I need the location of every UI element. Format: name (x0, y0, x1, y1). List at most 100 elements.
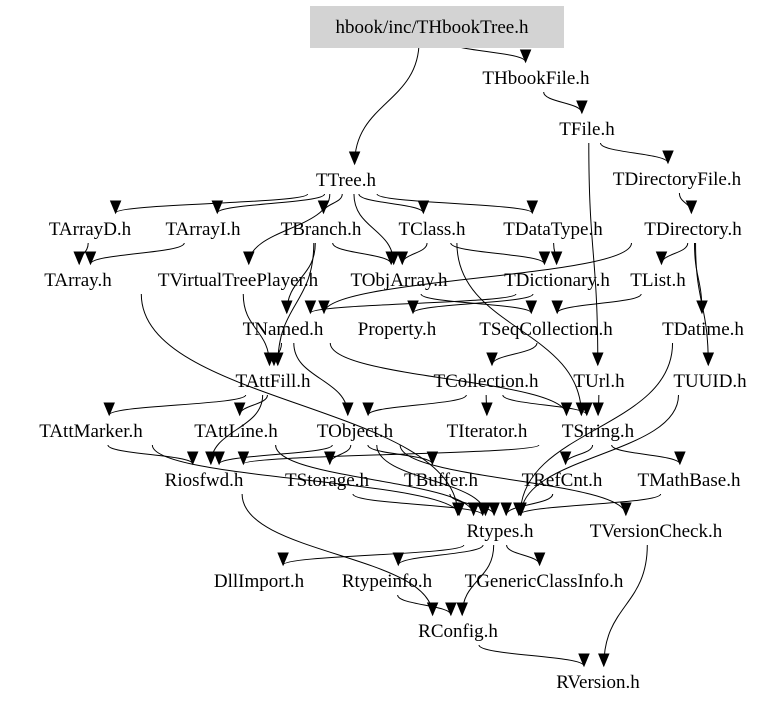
node-label: TFile.h (559, 119, 615, 140)
edge-tcollection-to-tobject (367, 394, 467, 416)
edge-tarrayi-to-tarray (90, 242, 185, 265)
node-label: TAttFill.h (235, 371, 311, 392)
node-tarray[interactable]: TArray.h (44, 270, 112, 291)
edge-thbookfile-to-tfile (543, 91, 583, 114)
arrowhead-icon (514, 502, 527, 517)
root-node-box (310, 6, 564, 48)
node-label: TClass.h (398, 219, 466, 240)
arrowhead-icon (281, 300, 293, 315)
arrowhead-icon (348, 151, 361, 166)
edges-layer (73, 40, 715, 668)
arrowhead-icon (392, 552, 405, 567)
node-tclass[interactable]: TClass.h (398, 219, 466, 240)
node-label: TBranch.h (281, 219, 362, 240)
node-thbookfile[interactable]: THbookFile.h (482, 68, 590, 89)
node-titerator[interactable]: TIterator.h (447, 421, 528, 442)
arrowhead-icon (526, 200, 539, 215)
arrowhead-icon (538, 251, 551, 266)
node-tdirectoryfile[interactable]: TDirectoryFile.h (613, 169, 742, 190)
node-tgenericclassinfo[interactable]: TGenericClassInfo.h (465, 571, 624, 592)
arrowhead-icon (696, 300, 708, 315)
arrowhead-icon (486, 352, 498, 367)
node-tstorage[interactable]: TStorage.h (285, 470, 369, 491)
arrowhead-icon (445, 602, 457, 617)
node-tversioncheck[interactable]: TVersionCheck.h (590, 521, 723, 542)
node-label: TDataType.h (503, 219, 603, 240)
node-tdictionary[interactable]: TDictionary.h (504, 270, 610, 291)
arrowhead-icon (417, 200, 430, 215)
node-tarrayd[interactable]: TArrayD.h (49, 219, 132, 240)
edge-tfile-to-tdirectoryfile (600, 142, 669, 164)
arrowhead-icon (525, 300, 538, 315)
arrowhead-icon (186, 451, 199, 466)
node-rtypeinfo[interactable]: Rtypeinfo.h (342, 571, 433, 592)
arrowhead-icon (476, 502, 489, 517)
node-tarrayi[interactable]: TArrayI.h (166, 219, 241, 240)
node-tseqcollection[interactable]: TSeqCollection.h (479, 319, 613, 340)
node-label: TDatime.h (662, 319, 744, 340)
node-tbuffer[interactable]: TBuffer.h (404, 470, 479, 491)
node-label: TList.h (630, 270, 686, 291)
node-rversion[interactable]: RVersion.h (556, 672, 640, 693)
arrowhead-icon (84, 251, 97, 266)
arrowhead-icon (592, 352, 604, 367)
node-label: TStorage.h (285, 470, 369, 491)
arrowhead-icon (519, 49, 532, 64)
node-tmathbase[interactable]: TMathBase.h (638, 470, 741, 491)
node-label: TNamed.h (243, 319, 324, 340)
edge-tversioncheck-to-rversion (603, 544, 648, 667)
node-tattmarker[interactable]: TAttMarker.h (39, 421, 143, 442)
node-ttree[interactable]: TTree.h (316, 170, 376, 191)
node-property[interactable]: Property.h (358, 319, 437, 340)
node-label: TBuffer.h (404, 470, 479, 491)
edge-tobject-to-tversioncheck (399, 444, 627, 516)
node-tattline[interactable]: TAttLine.h (194, 421, 278, 442)
node-tnamed[interactable]: TNamed.h (243, 319, 324, 340)
edge-tdirectory-to-tnamed (323, 242, 632, 314)
edge-tarray-to-rtypes (140, 293, 459, 516)
arrowhead-icon (396, 251, 409, 266)
node-tvirtualtreeplayer[interactable]: TVirtualTreePlayer.h (158, 270, 319, 291)
node-label: TTree.h (316, 170, 376, 191)
edge-tattfill-to-tattmarker (108, 394, 247, 416)
arrowhead-icon (578, 653, 590, 668)
arrowhead-icon (500, 502, 512, 517)
node-label: DllImport.h (214, 571, 305, 592)
node-tfile[interactable]: TFile.h (559, 119, 615, 140)
node-thbooktree[interactable]: hbook/inc/THbookTree.h (310, 6, 564, 48)
node-tdatatype[interactable]: TDataType.h (503, 219, 603, 240)
node-label: RConfig.h (418, 621, 498, 642)
edge-rtypes-to-rtypeinfo (397, 544, 484, 566)
node-turl[interactable]: TUrl.h (573, 371, 625, 392)
node-tbranch[interactable]: TBranch.h (281, 219, 362, 240)
nodes-layer: hbook/inc/THbookTree.hTHbookFile.hTFile.… (39, 6, 747, 693)
arrowhead-icon (407, 300, 419, 315)
node-label: TGenericClassInfo.h (465, 571, 624, 592)
node-tuuid[interactable]: TUUID.h (673, 371, 747, 392)
node-tobjarray[interactable]: TObjArray.h (350, 270, 448, 291)
node-riosfwd[interactable]: Riosfwd.h (165, 470, 244, 491)
node-dllimport[interactable]: DllImport.h (214, 571, 305, 592)
edge-tattmarker-to-riosfwd (107, 444, 194, 465)
node-label: Riosfwd.h (165, 470, 244, 491)
node-tobject[interactable]: TObject.h (317, 421, 394, 442)
arrowhead-icon (385, 251, 397, 266)
node-tstring[interactable]: TString.h (562, 421, 635, 442)
node-label: TIterator.h (447, 421, 528, 442)
arrowhead-icon (73, 251, 85, 266)
edge-tobject-to-riosfwd (218, 444, 333, 465)
edge-tdatime-to-rtypes (519, 342, 674, 516)
node-tdirectory[interactable]: TDirectory.h (644, 219, 742, 240)
node-trefcnt[interactable]: TRefCnt.h (522, 470, 603, 491)
node-tlist[interactable]: TList.h (630, 270, 686, 291)
node-rconfig[interactable]: RConfig.h (418, 621, 498, 642)
node-tdatime[interactable]: TDatime.h (662, 319, 744, 340)
node-label: Rtypes.h (466, 521, 534, 542)
node-rtypes[interactable]: Rtypes.h (466, 521, 534, 542)
arrowhead-icon (655, 251, 668, 266)
edge-tmathbase-to-rtypes (518, 493, 662, 516)
arrowhead-icon (576, 100, 588, 115)
node-tcollection[interactable]: TCollection.h (433, 371, 539, 392)
arrowhead-icon (550, 251, 563, 266)
node-tattfill[interactable]: TAttFill.h (235, 371, 311, 392)
